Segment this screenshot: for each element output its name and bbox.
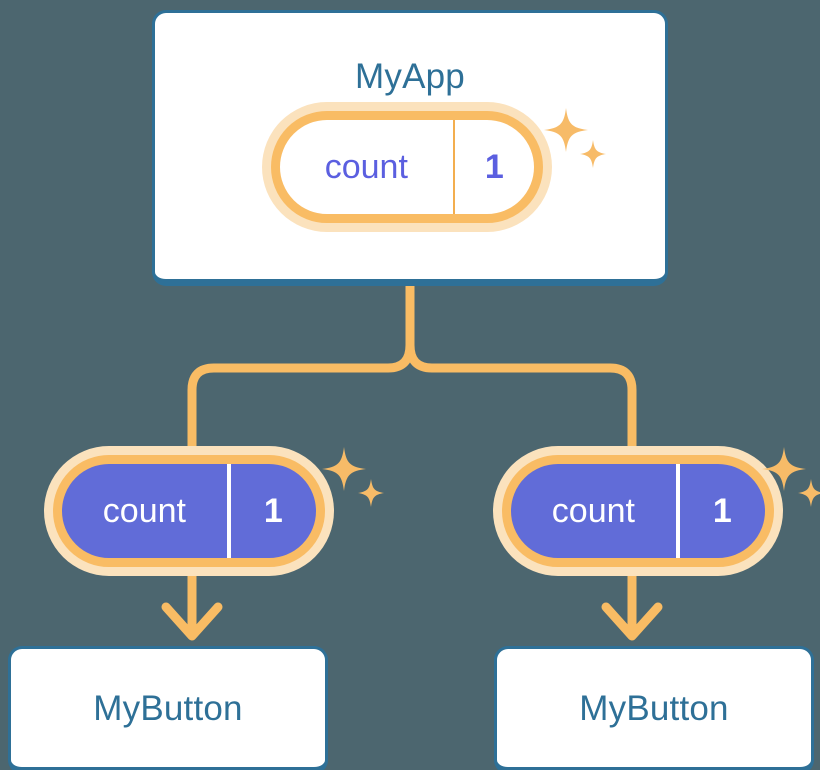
left-state-value: 1 <box>226 464 316 558</box>
myapp-title: MyApp <box>355 57 465 96</box>
myapp-state-key: count <box>324 148 408 186</box>
mybutton-title-left: MyButton <box>93 689 243 728</box>
myapp-state-pill[interactable]: count 1 <box>271 111 543 223</box>
left-state-pill[interactable]: count 1 <box>53 455 325 567</box>
right-state-pill[interactable]: count 1 <box>502 455 774 567</box>
arrow-head-left-icon <box>161 602 223 641</box>
myapp-state-value: 1 <box>452 120 534 214</box>
mybutton-title-right: MyButton <box>579 689 729 728</box>
left-state-key: count <box>102 492 186 530</box>
mybutton-card-right[interactable]: MyButton <box>494 646 814 770</box>
connector-right-branch <box>405 281 637 460</box>
right-state-key: count <box>551 492 635 530</box>
connector-left-branch <box>187 281 415 460</box>
mybutton-card-left[interactable]: MyButton <box>8 646 328 770</box>
arrow-head-right-icon <box>601 602 663 641</box>
right-state-value: 1 <box>675 464 765 558</box>
